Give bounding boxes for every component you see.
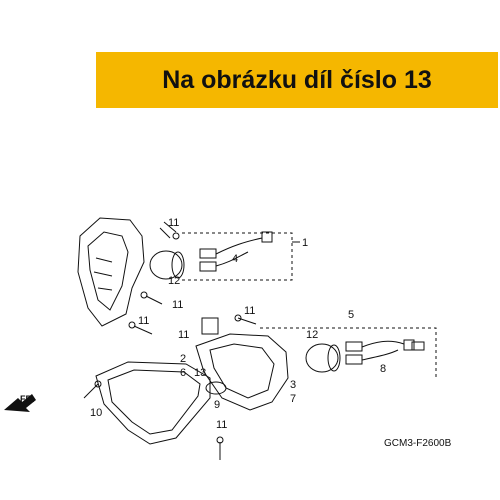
part-label-7: 7 — [290, 393, 296, 405]
screw-mid — [145, 295, 163, 305]
screw-left — [133, 325, 153, 335]
part-label-5: 5 — [348, 309, 354, 321]
part-label-11: 11 — [244, 305, 255, 317]
drawing-code: GCM3-F2600B — [384, 438, 452, 449]
part-label-9: 9 — [214, 399, 220, 411]
part-label-2: 2 — [180, 353, 186, 365]
part-label-6: 6 — [180, 367, 186, 379]
lower-socket-2 — [345, 354, 363, 365]
lower-cover — [95, 361, 211, 445]
upper-housing — [77, 217, 145, 327]
bracket — [201, 317, 219, 335]
lower-socket-1 — [345, 341, 363, 352]
upper-socket-1 — [199, 248, 217, 259]
part-label-3: 3 — [290, 379, 296, 391]
lower-wire — [361, 340, 405, 361]
part-label-11: 11 — [138, 315, 149, 327]
banner-title: Na obrázku díl číslo 13 — [162, 66, 432, 94]
upper-wire — [215, 237, 263, 267]
part-label-1: 1 — [302, 237, 308, 249]
part-label-11: 11 — [178, 329, 189, 341]
part-label-11: 11 — [172, 299, 183, 311]
part-label-11: 11 — [168, 217, 179, 229]
part-label-11: 11 — [216, 419, 227, 431]
middle-lens — [305, 343, 339, 373]
upper-lens — [149, 250, 183, 280]
upper-socket-2 — [199, 261, 217, 272]
part-label-4: 4 — [232, 253, 238, 265]
direction-label: FR. — [20, 394, 35, 404]
direction-arrow — [4, 394, 36, 412]
middle-housing — [195, 333, 289, 411]
screw-upper — [159, 221, 177, 239]
part-label-8: 8 — [380, 363, 386, 375]
part-label-13: 13 — [194, 367, 206, 379]
part-label-12: 12 — [306, 329, 318, 341]
part-label-12: 12 — [168, 275, 180, 287]
highlight-banner: Na obrázku díl číslo 13 — [96, 52, 498, 108]
part-label-10: 10 — [90, 407, 102, 419]
bulb — [205, 381, 227, 395]
